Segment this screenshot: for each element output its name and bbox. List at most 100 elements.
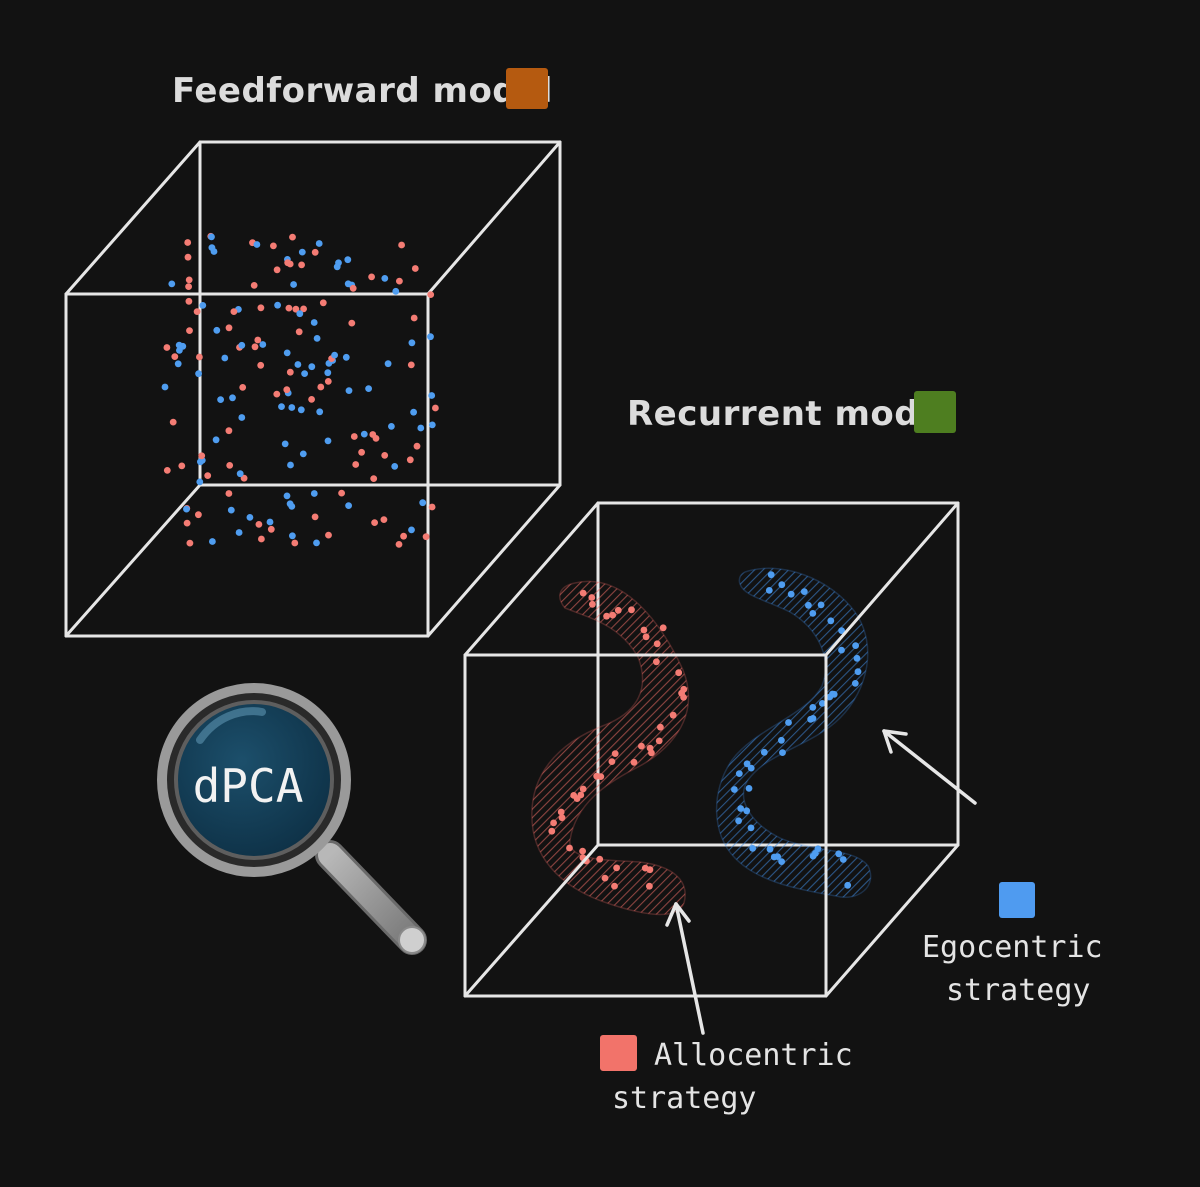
allocentric-arrow [665, 902, 705, 1035]
manifold-point [844, 881, 852, 889]
scatter-point [407, 361, 415, 369]
scatter-point [184, 239, 192, 246]
scatter-point [195, 370, 203, 378]
manifold-point [601, 874, 609, 882]
scatter-point [226, 462, 234, 469]
allocentric-label-line2: strategy [612, 1081, 757, 1116]
scatter-point [342, 353, 350, 361]
scatter-point [208, 244, 216, 252]
scatter-point [316, 408, 324, 416]
manifold-point [638, 742, 645, 750]
scatter-point [257, 361, 265, 369]
scatter-point [319, 299, 327, 307]
scatter-point [308, 363, 316, 371]
scatter-point [370, 475, 378, 482]
manifold-point [817, 601, 825, 609]
scatter-point [297, 406, 305, 414]
scatter-point [300, 305, 307, 313]
scatter-point [410, 408, 417, 416]
manifold-point [550, 819, 557, 827]
manifold-point [669, 711, 677, 719]
scatter-point [290, 281, 297, 288]
manifold-point [807, 715, 814, 723]
scatter-point [178, 462, 186, 470]
scatter-point [238, 341, 246, 349]
scatter-point [171, 353, 179, 360]
manifold-point [747, 824, 755, 832]
scatter-point [196, 353, 203, 361]
scatter-point [196, 478, 204, 486]
recurrent-title: Recurrent model [627, 394, 955, 434]
manifold-point [588, 594, 596, 601]
egocentric-manifold-band [715, 567, 872, 898]
manifold-point [579, 847, 586, 855]
scatter-point [239, 384, 247, 391]
scatter-point [184, 253, 192, 261]
manifold-point [827, 617, 835, 625]
scatter-point [176, 347, 183, 354]
scatter-point [345, 387, 353, 394]
scatter-point [186, 539, 194, 547]
manifold-point [854, 668, 862, 676]
scatter-point [186, 327, 193, 334]
manifold-point [805, 601, 812, 609]
scatter-point [225, 427, 233, 435]
scatter-point [240, 474, 248, 482]
scatter-point [395, 541, 403, 548]
manifold-point [852, 642, 859, 649]
manifold-point [735, 817, 742, 825]
allocentric-label-line1: Allocentric [654, 1038, 853, 1073]
scatter-point [392, 287, 400, 295]
manifold-point [767, 571, 775, 579]
manifold-point [628, 606, 635, 614]
manifold-point [630, 758, 638, 766]
scatter-point [161, 383, 169, 391]
scatter-point [183, 519, 191, 527]
scatter-point [289, 532, 296, 540]
scatter-point [168, 280, 176, 288]
manifold-point [735, 770, 743, 777]
manifold-point [778, 736, 785, 744]
scatter-point [400, 532, 407, 540]
manifold-point [853, 654, 861, 662]
scatter-point [432, 404, 439, 412]
manifold-point [655, 737, 663, 745]
manifold-point [570, 792, 578, 799]
manifold-point [743, 760, 751, 768]
manifold-point [593, 772, 601, 780]
allocentric-manifold-band [531, 580, 690, 916]
scatter-point [317, 383, 325, 391]
manifold-point [611, 882, 618, 890]
manifold-point [745, 785, 753, 792]
manifold-point [613, 864, 620, 872]
scatter-point [411, 265, 419, 272]
scatter-point [417, 424, 425, 432]
scatter-point [313, 539, 320, 547]
manifold-point [608, 758, 616, 765]
manifold-point [800, 588, 808, 595]
scatter-point [350, 433, 358, 440]
scatter-point [286, 368, 294, 376]
scatter-point [163, 467, 171, 474]
manifold-point [579, 589, 587, 597]
manifold-point [566, 844, 573, 852]
manifold-point [646, 882, 653, 890]
lens-label: dPCA [193, 759, 304, 813]
manifold-point [603, 612, 610, 620]
scatter-point [422, 533, 430, 541]
scatter-point [301, 370, 308, 377]
scatter-point [283, 386, 291, 394]
scatter-point [195, 511, 202, 519]
manifold-point [785, 719, 792, 726]
scatter-point [285, 304, 293, 312]
manifold-point [747, 764, 755, 772]
scatter-point [381, 452, 389, 459]
feedforward-title: Feedforward model [172, 71, 553, 111]
manifold-point [779, 749, 786, 756]
scatter-point [345, 502, 352, 509]
scatter-point [398, 241, 405, 249]
scatter-point [273, 266, 281, 274]
manifold-point [743, 807, 751, 815]
scatter-point [344, 280, 352, 288]
scatter-point [225, 324, 233, 332]
